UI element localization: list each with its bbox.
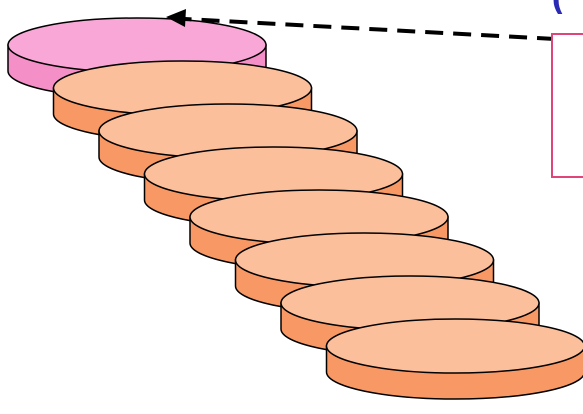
- callout-box: [551, 33, 583, 178]
- disk-8-top: [325, 318, 583, 374]
- disk-8: [325, 318, 583, 400]
- disks-group: [7, 17, 583, 400]
- callout-arrow: [166, 9, 556, 41]
- corner-glyph-text: (: [551, 0, 565, 18]
- arrow-head: [166, 9, 186, 27]
- arrow-dashed-line: [184, 17, 556, 41]
